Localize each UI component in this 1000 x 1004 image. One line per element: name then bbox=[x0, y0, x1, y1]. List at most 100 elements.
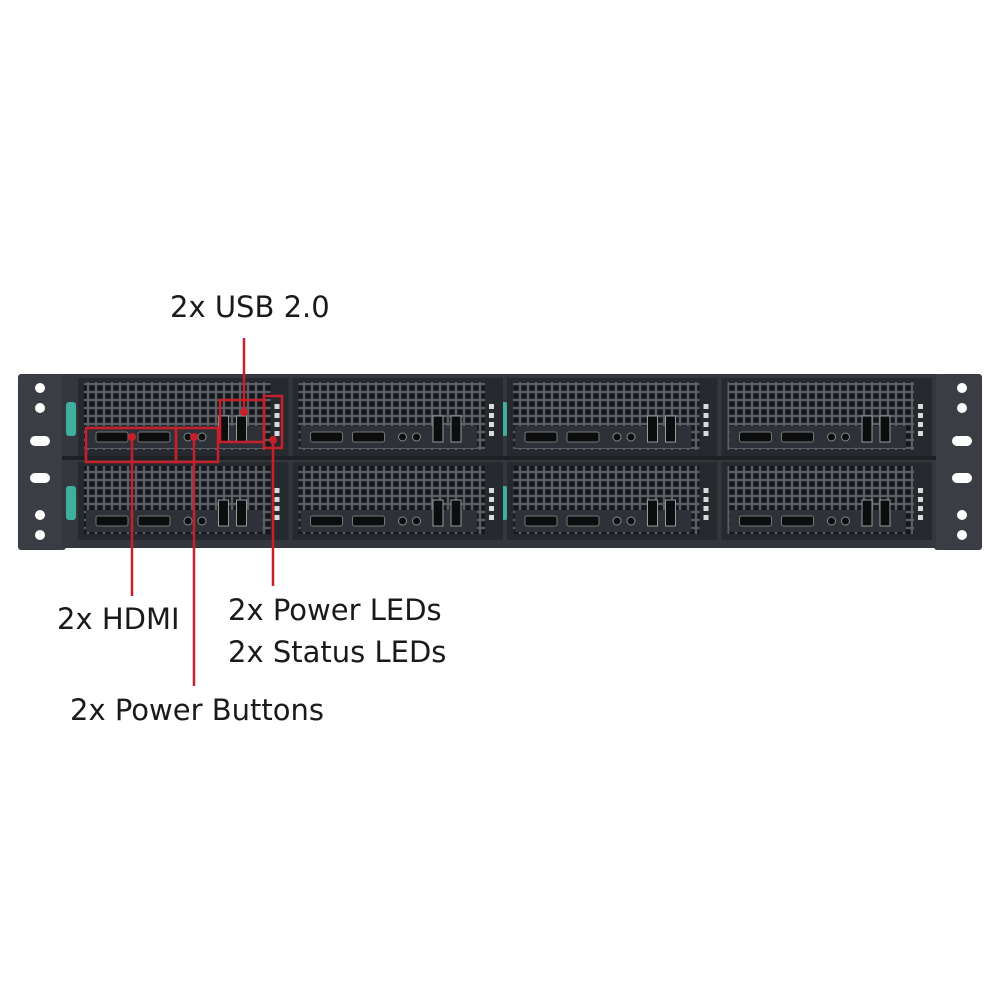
power-button bbox=[841, 516, 850, 526]
sled-handle bbox=[66, 486, 76, 520]
rack-ear-hole bbox=[35, 403, 45, 413]
power-button-leader-dot bbox=[190, 433, 198, 441]
usb-port bbox=[879, 499, 891, 527]
status-led bbox=[489, 413, 494, 418]
status-led bbox=[918, 404, 923, 409]
compute-module bbox=[507, 378, 718, 456]
usb-port bbox=[236, 499, 247, 527]
rack-ear-slot bbox=[952, 473, 972, 483]
power-button bbox=[841, 432, 850, 442]
usb-leader-dot bbox=[240, 408, 248, 416]
callout-graphics bbox=[84, 338, 284, 686]
usb-port bbox=[665, 499, 676, 527]
rack-ear-slot bbox=[952, 436, 972, 446]
status-led bbox=[274, 497, 280, 502]
rack-ear-hole bbox=[35, 383, 45, 393]
status-led bbox=[274, 488, 280, 493]
usb-port bbox=[861, 415, 873, 443]
usb-port bbox=[879, 415, 891, 443]
hdmi-port bbox=[352, 431, 385, 443]
status-led bbox=[703, 404, 709, 409]
status-led bbox=[274, 422, 280, 427]
hdmi-port bbox=[524, 515, 558, 527]
status-led bbox=[489, 497, 494, 502]
hdmi-port bbox=[95, 515, 129, 527]
status-led bbox=[489, 515, 494, 520]
status-led bbox=[274, 431, 280, 436]
status-led bbox=[274, 413, 280, 418]
power-button bbox=[398, 432, 407, 442]
rack-ear-hole bbox=[35, 530, 45, 540]
status-led bbox=[274, 404, 280, 409]
status-led bbox=[703, 488, 709, 493]
power-button bbox=[412, 516, 421, 526]
status-led bbox=[489, 431, 494, 436]
status-led bbox=[918, 431, 923, 436]
hdmi-port bbox=[137, 515, 171, 527]
status-led bbox=[274, 515, 280, 520]
power-button bbox=[183, 516, 193, 526]
hdmi-port bbox=[310, 431, 343, 443]
status-led bbox=[918, 422, 923, 427]
compute-module bbox=[78, 378, 289, 456]
status-led bbox=[918, 515, 923, 520]
power-button bbox=[626, 516, 636, 526]
compute-modules bbox=[78, 378, 932, 540]
hdmi-port bbox=[739, 431, 772, 443]
power-button bbox=[827, 432, 836, 442]
power-button bbox=[412, 432, 421, 442]
power-button bbox=[197, 432, 207, 442]
usb-port bbox=[218, 499, 229, 527]
hdmi-leader-dot bbox=[128, 433, 136, 441]
hdmi-port bbox=[95, 431, 129, 443]
rack-ear-hole bbox=[957, 510, 967, 520]
status-led bbox=[703, 497, 709, 502]
rack-ear-slot bbox=[30, 436, 50, 446]
status-led bbox=[489, 404, 494, 409]
power-button bbox=[827, 516, 836, 526]
status-led bbox=[703, 422, 709, 427]
chassis-divider bbox=[62, 456, 936, 460]
hdmi-port bbox=[352, 515, 385, 527]
usb-port bbox=[432, 499, 444, 527]
left-rack-ear bbox=[18, 374, 66, 550]
power-button bbox=[197, 516, 207, 526]
led-leader-dot bbox=[269, 436, 277, 444]
power-button bbox=[398, 516, 407, 526]
power-buttons-label: 2x Power Buttons bbox=[70, 693, 324, 727]
compute-module bbox=[507, 462, 718, 540]
status-led bbox=[703, 431, 709, 436]
compute-module bbox=[721, 378, 932, 456]
right-rack-ear bbox=[934, 374, 982, 550]
usb-port bbox=[450, 415, 462, 443]
hdmi-port bbox=[524, 431, 558, 443]
hdmi-port bbox=[310, 515, 343, 527]
usb-port bbox=[647, 415, 658, 443]
status-led bbox=[703, 506, 709, 511]
power-button bbox=[612, 432, 622, 442]
rack-ear-hole bbox=[957, 530, 967, 540]
status-led bbox=[489, 506, 494, 511]
status-led bbox=[489, 488, 494, 493]
hdmi-port bbox=[739, 515, 772, 527]
sled-handle bbox=[66, 402, 76, 436]
hdmi-port bbox=[566, 515, 600, 527]
rack-ear-hole bbox=[957, 383, 967, 393]
rack-ear-slot bbox=[30, 473, 50, 483]
power-leds-label: 2x Power LEDs bbox=[228, 593, 442, 627]
hdmi-port bbox=[781, 431, 814, 443]
usb-port bbox=[647, 499, 658, 527]
compute-module bbox=[721, 462, 932, 540]
usb-label: 2x USB 2.0 bbox=[170, 290, 330, 324]
power-button bbox=[626, 432, 636, 442]
usb-port bbox=[236, 415, 247, 443]
power-button-callout-box bbox=[174, 426, 220, 464]
usb-port bbox=[432, 415, 444, 443]
status-led bbox=[703, 413, 709, 418]
hdmi-label: 2x HDMI bbox=[57, 602, 180, 636]
power-button bbox=[612, 516, 622, 526]
rack-ear-hole bbox=[957, 403, 967, 413]
status-led bbox=[918, 488, 923, 493]
